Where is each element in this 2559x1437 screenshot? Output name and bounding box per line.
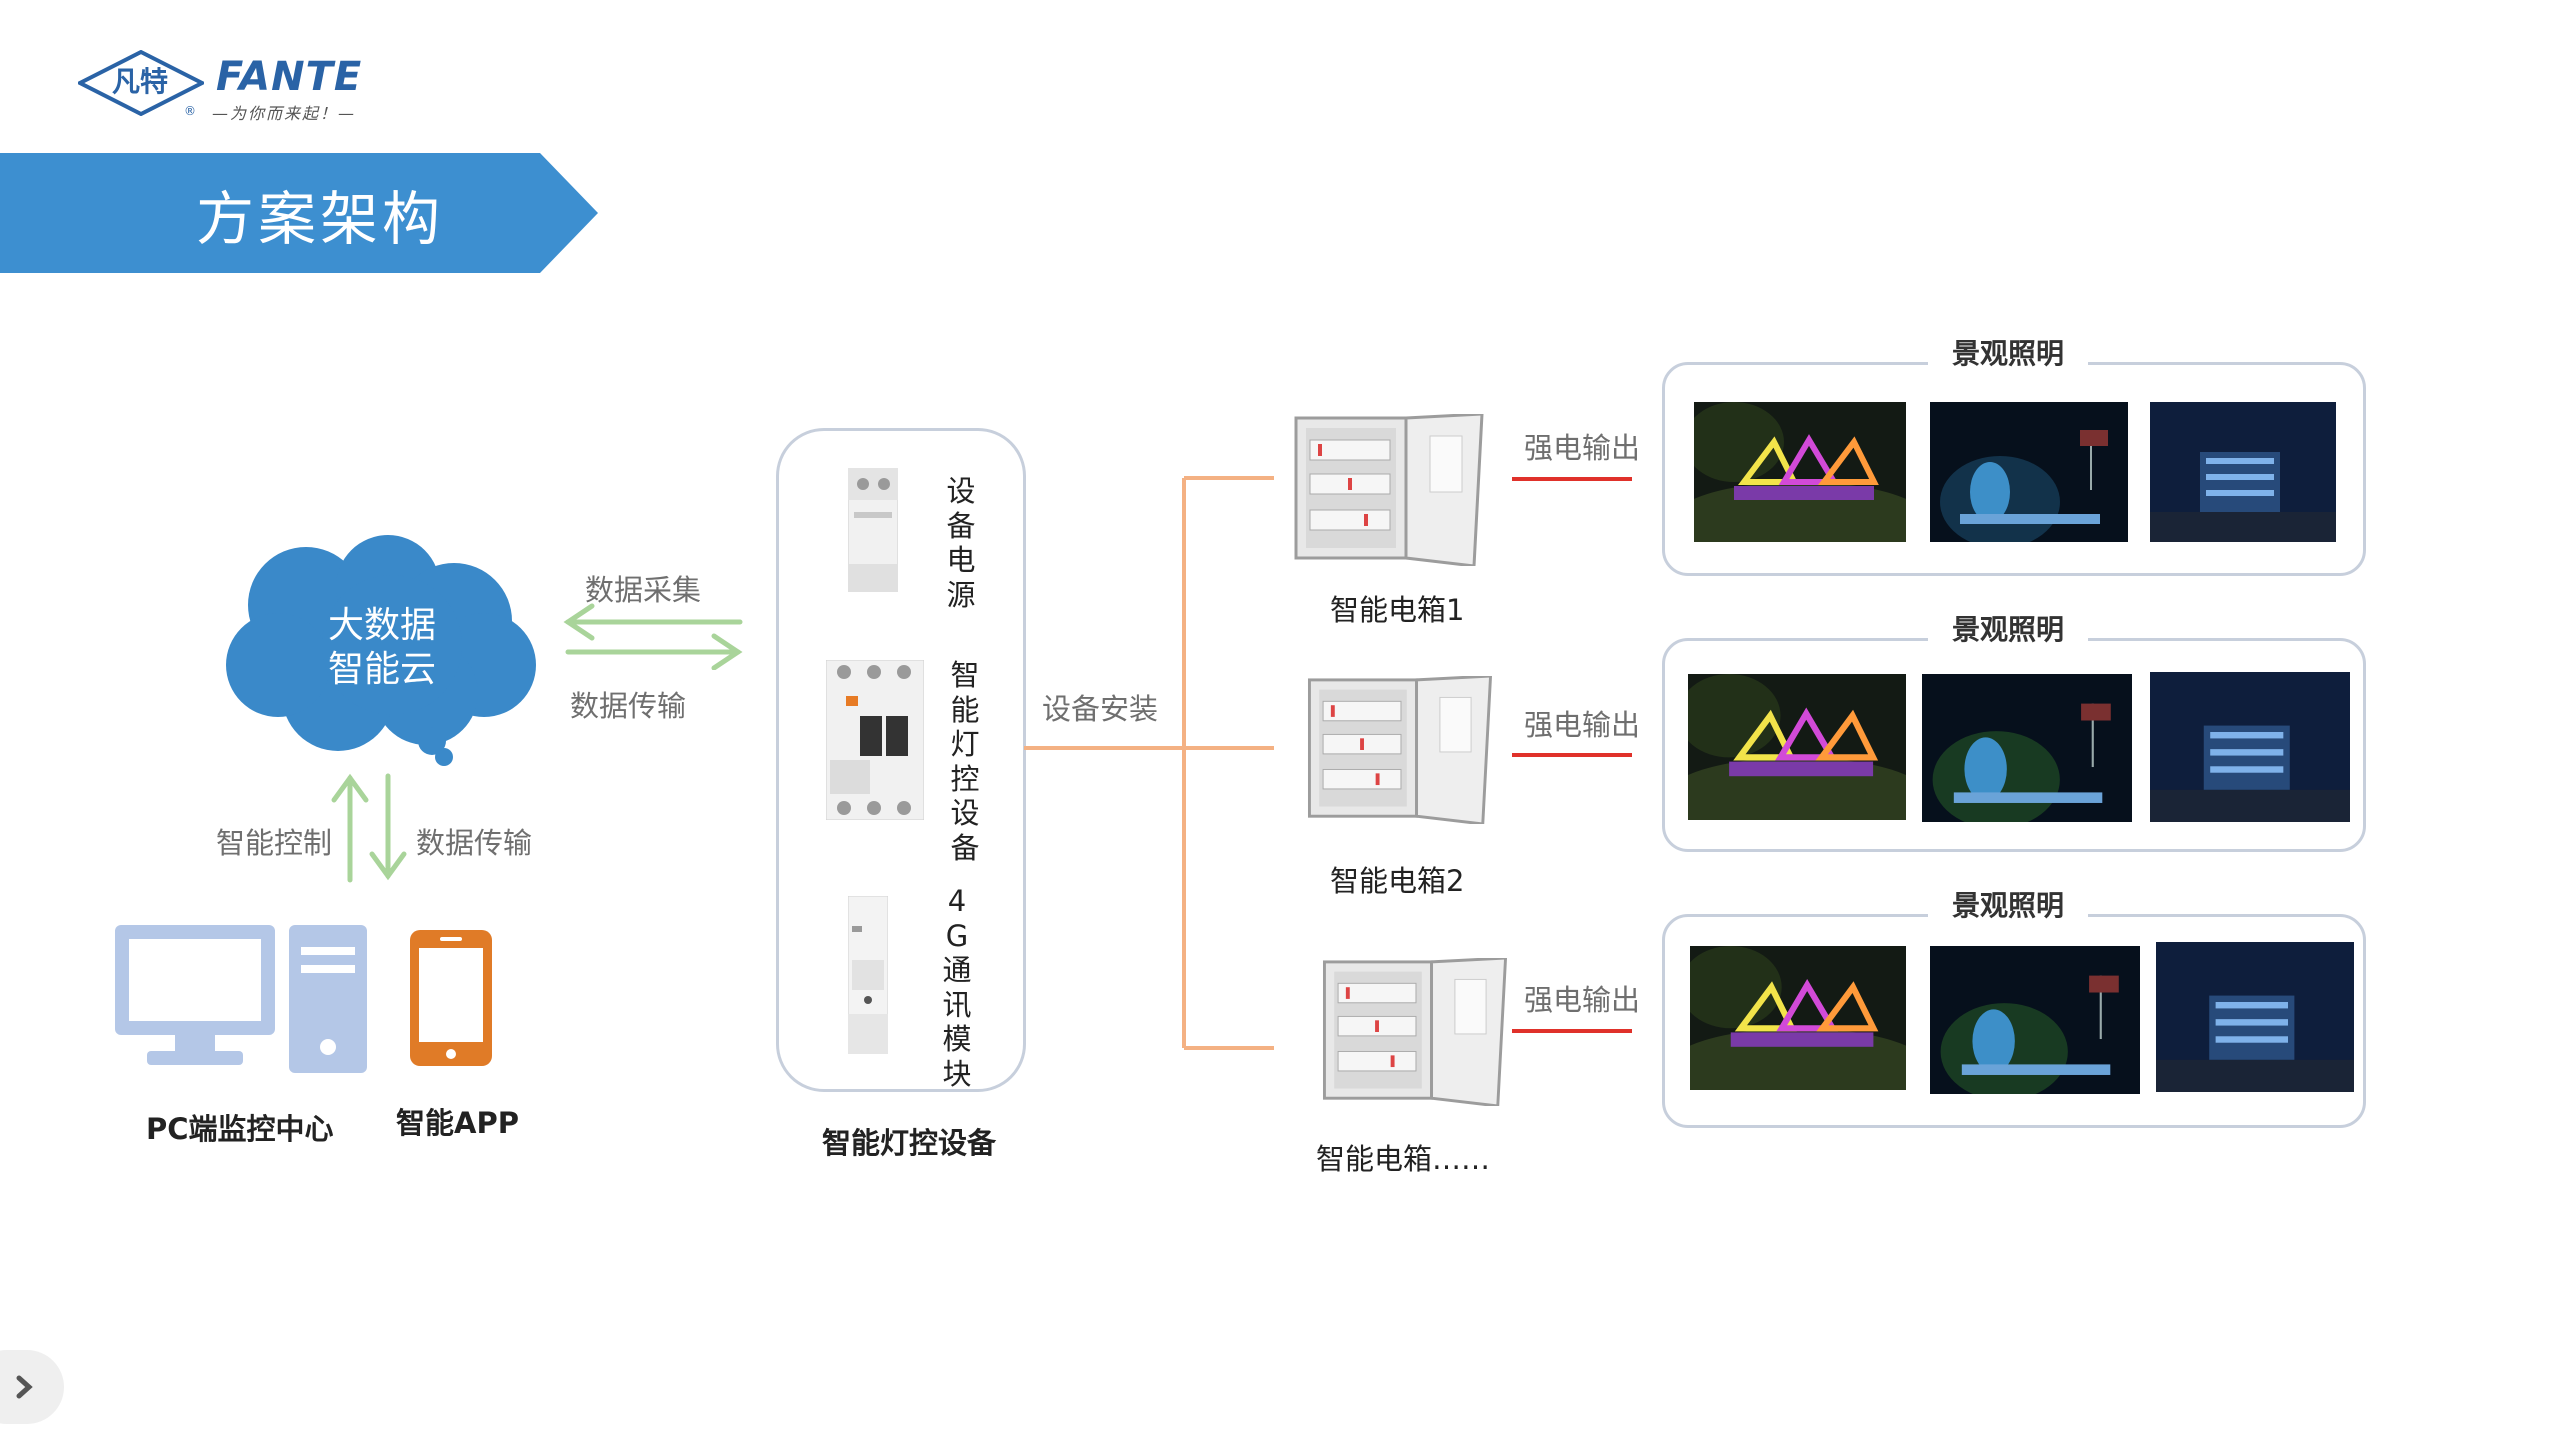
label-data-transfer-h: 数据传输 <box>570 689 687 723</box>
photo-park-3 <box>1930 946 2140 1094</box>
cloud-label-line2: 智能云 <box>328 649 437 690</box>
smartphone-icon <box>410 930 492 1066</box>
registered-mark: ® <box>184 104 196 118</box>
electric-box-2-icon <box>1307 676 1493 824</box>
label-smart-control: 智能控制 <box>216 826 333 860</box>
output-label-2: 强电输出 <box>1524 708 1641 742</box>
electric-box-3-label: 智能电箱…… <box>1316 1142 1491 1176</box>
brand-en-name: FANTE <box>216 54 363 100</box>
brand-slogan: —为你而来起！— <box>212 104 357 123</box>
page-title: 方案架构 <box>196 185 445 253</box>
output-label-1: 强电输出 <box>1524 431 1641 465</box>
output-label-3: 强电输出 <box>1524 983 1641 1017</box>
chevron-right-icon <box>16 1375 33 1399</box>
lighting-panel-1-title: 景观照明 <box>1928 332 2089 372</box>
cloud-icon <box>226 535 536 766</box>
slide-nav-button[interactable] <box>0 1350 64 1424</box>
output-line-3 <box>1512 1029 1632 1033</box>
label-install: 设备安装 <box>1042 692 1159 726</box>
app-label: 智能APP <box>396 1106 519 1140</box>
module-label-controller: 智能灯控设备 <box>950 658 980 865</box>
label-data-transfer-v: 数据传输 <box>416 826 533 860</box>
label-data-collect: 数据采集 <box>585 573 702 607</box>
electric-box-1-label: 智能电箱1 <box>1330 593 1465 627</box>
photo-sculpture-1 <box>1694 402 1906 542</box>
photo-building-2 <box>2150 672 2350 822</box>
title-banner <box>0 153 598 273</box>
photo-park-2 <box>1922 674 2132 822</box>
electric-box-3-icon <box>1322 958 1508 1106</box>
smart-breaker-icon <box>826 660 924 820</box>
horizontal-arrows <box>563 603 743 670</box>
module-label-power: 设备电源 <box>946 474 976 612</box>
power-module-icon <box>848 468 898 592</box>
output-line-1 <box>1512 477 1632 481</box>
photo-sculpture-2 <box>1688 674 1906 820</box>
lighting-panel-3-title: 景观照明 <box>1928 884 2089 924</box>
pc-monitor-icon <box>115 925 367 1073</box>
device-column-caption: 智能灯控设备 <box>822 1126 997 1160</box>
brand-logo[interactable]: 凡特 FANTE ® —为你而来起！— <box>78 46 378 126</box>
electric-box-2-label: 智能电箱2 <box>1330 864 1465 898</box>
lighting-panel-2-title: 景观照明 <box>1928 608 2089 648</box>
brand-cn-name: 凡特 <box>112 65 169 98</box>
photo-building-3 <box>2156 942 2354 1092</box>
photo-building-1 <box>2150 402 2336 542</box>
electric-box-1-icon <box>1294 414 1484 566</box>
pc-monitor-label: PC端监控中心 <box>146 1112 334 1146</box>
4g-module-icon <box>848 896 888 1054</box>
vertical-arrows <box>331 773 407 883</box>
photo-sculpture-3 <box>1690 946 1906 1090</box>
install-tree-lines <box>1024 476 1274 1050</box>
device-column-frame <box>776 428 1026 1092</box>
photo-park-1 <box>1930 402 2128 542</box>
module-label-4g: 4G通讯模块 <box>942 884 972 1091</box>
cloud-label-line1: 大数据 <box>328 605 437 646</box>
logo-diamond-icon <box>78 50 204 116</box>
output-line-2 <box>1512 753 1632 757</box>
